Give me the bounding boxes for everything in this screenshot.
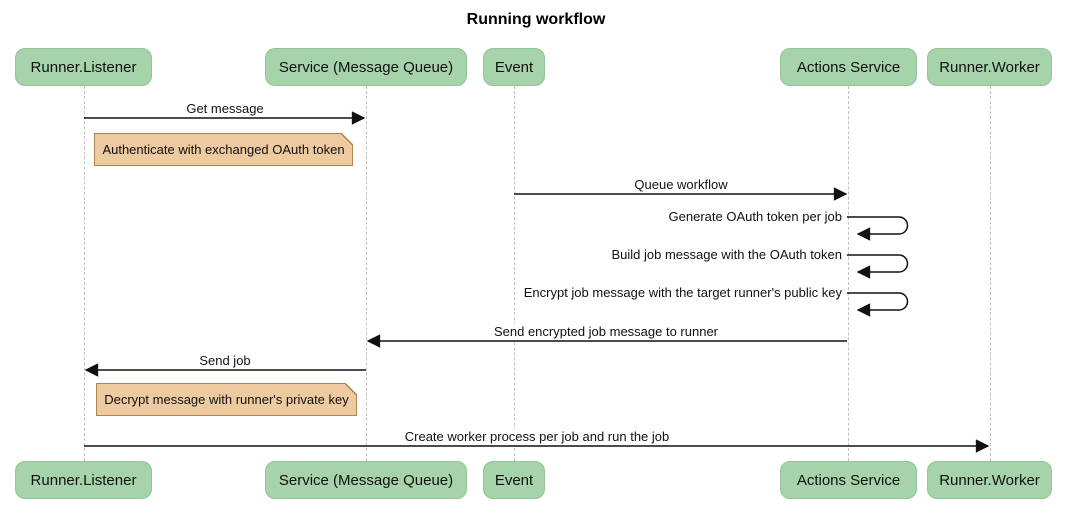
note-decrypt-message: Decrypt message with runner's private ke… <box>96 383 357 416</box>
participant-top-event: Event <box>483 48 545 86</box>
message-label-generate-oauth-token: Generate OAuth token per job <box>665 209 845 225</box>
note-fold-icon <box>341 133 353 145</box>
self-arrow-build-job-message <box>847 254 909 279</box>
lifeline-runner-listener <box>84 86 85 461</box>
note-fold-icon <box>345 383 357 395</box>
participant-top-actions-service: Actions Service <box>780 48 917 86</box>
lifeline-service-message-queue <box>366 86 367 461</box>
message-label-create-worker-process: Create worker process per job and run th… <box>401 429 673 445</box>
message-label-encrypt-job-message: Encrypt job message with the target runn… <box>520 285 845 301</box>
message-label-get-message: Get message <box>183 101 267 117</box>
participant-bottom-actions-service: Actions Service <box>780 461 917 499</box>
self-arrow-generate-oauth-token <box>847 216 909 241</box>
diagram-title: Running workflow <box>466 11 606 28</box>
note-authenticate-oauth: Authenticate with exchanged OAuth token <box>94 133 353 166</box>
message-label-send-encrypted-job: Send encrypted job message to runner <box>490 324 722 340</box>
note-text: Decrypt message with runner's private ke… <box>104 392 349 407</box>
message-label-send-job: Send job <box>196 353 254 369</box>
participant-top-service-message-queue: Service (Message Queue) <box>265 48 467 86</box>
participant-bottom-runner-worker: Runner.Worker <box>927 461 1052 499</box>
lifeline-runner-worker <box>990 86 991 461</box>
message-label-queue-workflow: Queue workflow <box>631 177 731 193</box>
participant-bottom-runner-listener: Runner.Listener <box>15 461 152 499</box>
participant-top-runner-worker: Runner.Worker <box>927 48 1052 86</box>
lifeline-event <box>514 86 515 461</box>
lifeline-actions-service <box>848 86 849 461</box>
participant-bottom-service-message-queue: Service (Message Queue) <box>265 461 467 499</box>
participant-top-runner-listener: Runner.Listener <box>15 48 152 86</box>
note-text: Authenticate with exchanged OAuth token <box>102 142 345 157</box>
participant-bottom-event: Event <box>483 461 545 499</box>
message-label-build-job-message: Build job message with the OAuth token <box>608 247 845 263</box>
self-arrow-encrypt-job-message <box>847 292 909 317</box>
